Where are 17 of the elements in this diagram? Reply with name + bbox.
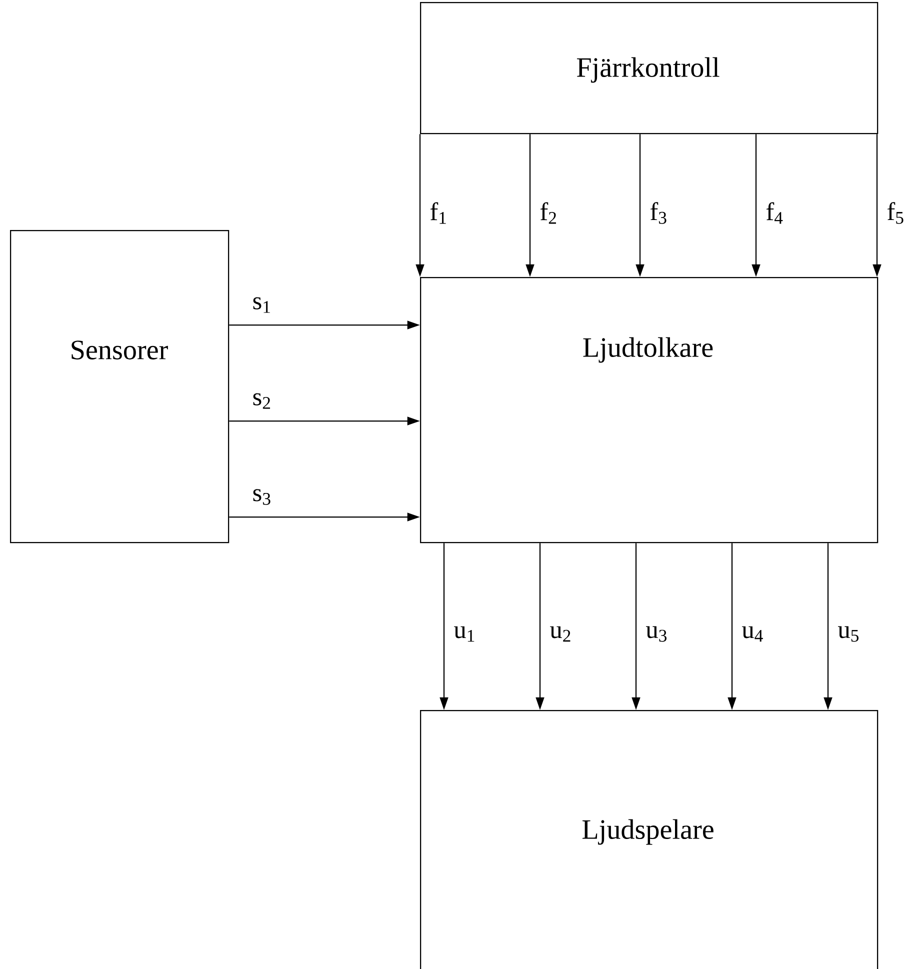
edge-label: u$_{5}$ (838, 626, 858, 642)
block-box: Ljudtolkare (420, 277, 878, 544)
edge-label: s$_{3}$ (253, 489, 270, 505)
edge-label: u$_{3}$ (646, 626, 666, 642)
edge-label: s$_{2}$ (253, 393, 270, 409)
edge-label: u$_{2}$ (550, 626, 570, 642)
block-box: Ljudspelare (420, 710, 878, 969)
edge-label: f$_{3}$ (650, 202, 666, 224)
edge-label: f$_{1}$ (430, 202, 446, 224)
edge-label: u$_{4}$ (742, 626, 763, 642)
edge-label: s$_{1}$ (253, 297, 270, 313)
edge-label: f$_{5}$ (887, 202, 904, 224)
block-box: Fjärrkontroll (420, 2, 878, 134)
edge-label: f$_{4}$ (766, 202, 783, 224)
edge-label: u$_{1}$ (454, 626, 474, 642)
block-box: Sensorer (10, 230, 230, 544)
edge-label: f$_{2}$ (540, 202, 556, 224)
